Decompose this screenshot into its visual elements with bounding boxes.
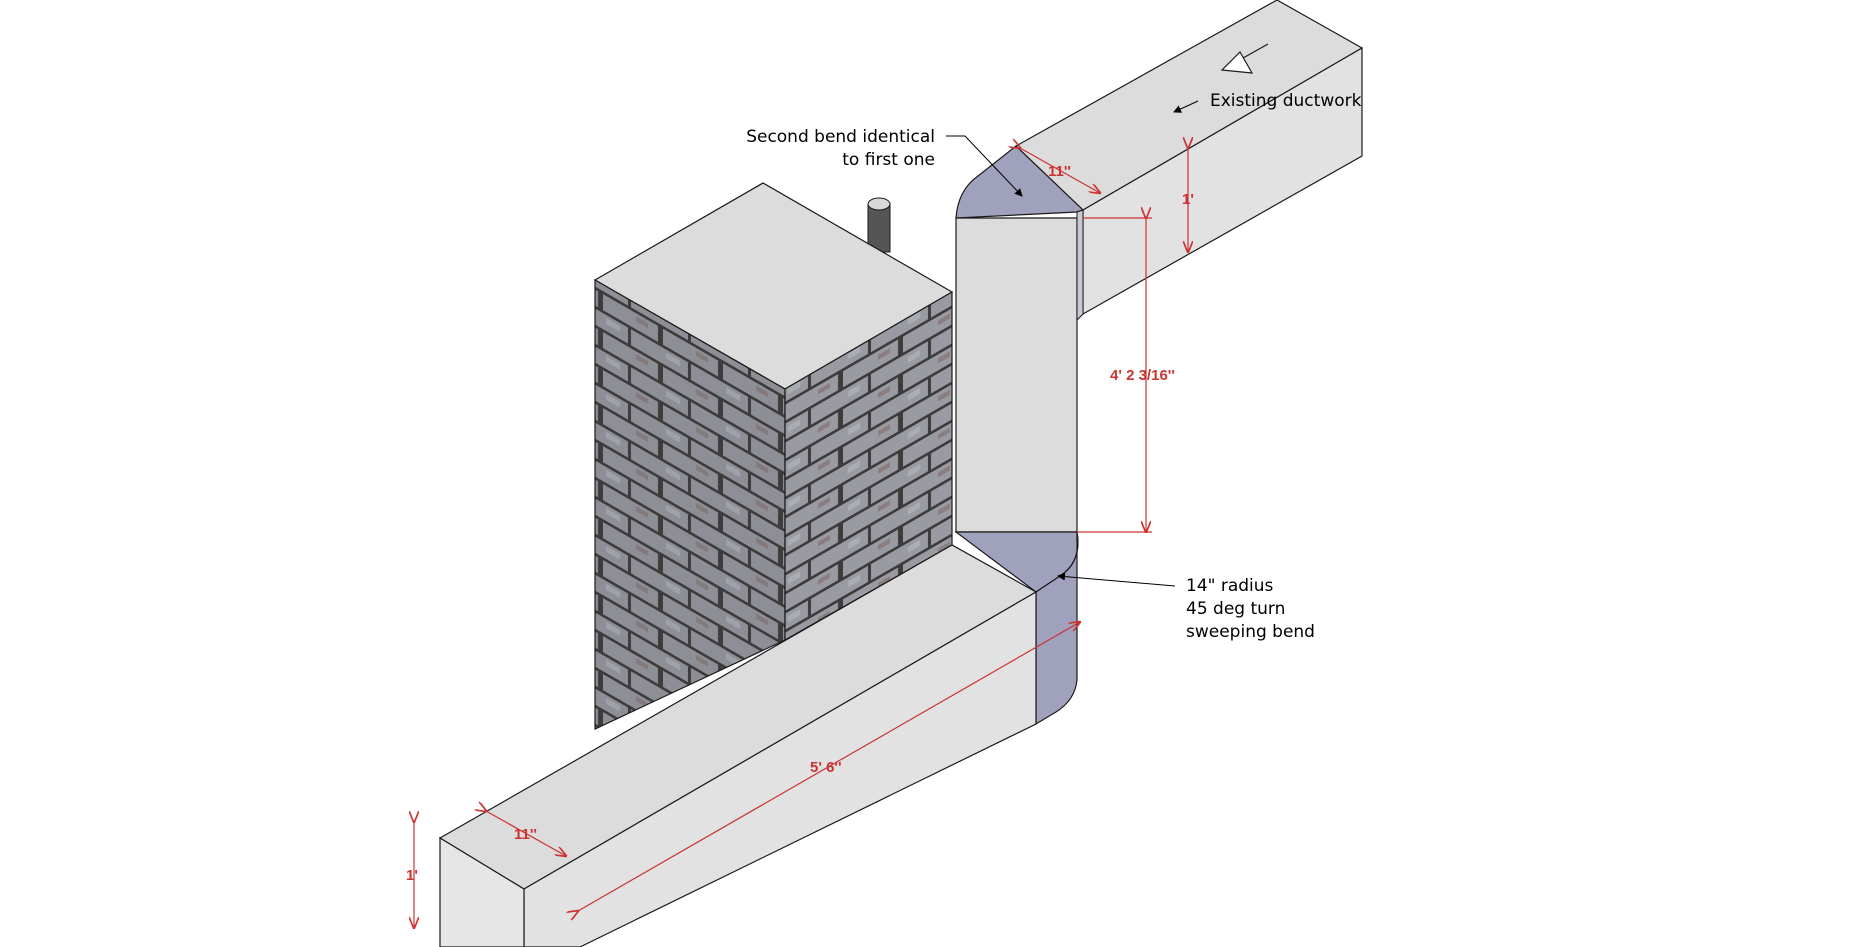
label-bend-spec-line2: 45 deg turn [1186,599,1285,619]
vent-pipe [867,197,891,253]
dim-top-width: 11'' [1048,163,1071,180]
annotation-second-bend: Second bend identical to first one [746,127,1023,197]
label-existing-ductwork: Existing ductwork [1210,91,1362,111]
dim-vertical-run: 4' 2 3/16'' [1110,367,1175,384]
label-bend-spec-line3: sweeping bend [1186,622,1315,642]
riser-front [955,217,1078,533]
dim-bottom-height: 1' [406,867,418,884]
annotation-bend-spec: 14" radius 45 deg turn sweeping bend [1057,572,1315,642]
dim-bottom-width: 11'' [514,826,537,843]
label-bend-spec-line1: 14" radius [1186,576,1274,596]
dimension-lines [414,148,1188,928]
label-second-bend-line1: Second bend identical [746,127,935,147]
riser-side [1076,209,1084,322]
vertical-riser [955,209,1084,533]
label-second-bend-line2: to first one [842,150,935,170]
flow-direction-arrow-icon [1220,43,1269,74]
lower-duct-end [439,836,525,947]
dim-top-height: 1' [1182,191,1194,208]
brick-chimney [593,182,954,730]
dim-bottom-length: 5' 6'' [810,759,842,776]
annotation-existing-ductwork: Existing ductwork [1173,91,1362,113]
